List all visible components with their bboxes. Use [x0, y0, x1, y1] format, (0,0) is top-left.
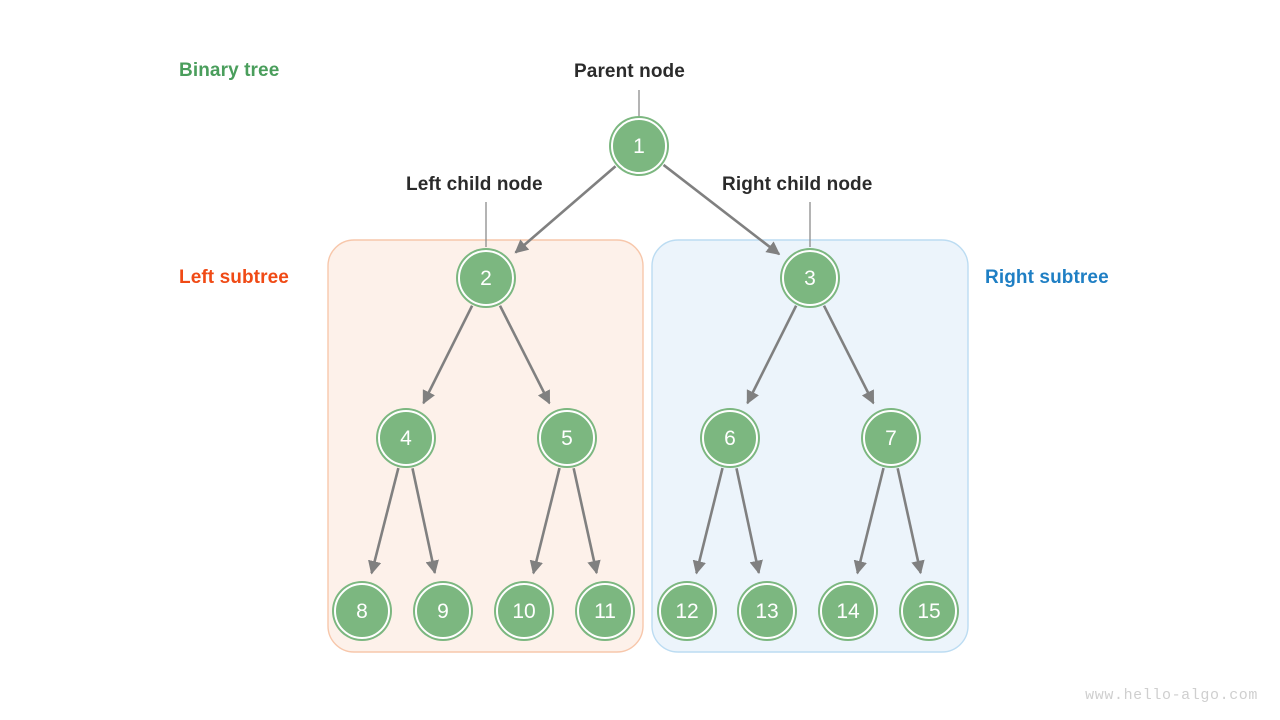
label-right-subtree: Right subtree — [985, 267, 1109, 288]
tree-node-value: 8 — [356, 599, 368, 623]
tree-node-value: 1 — [633, 134, 645, 158]
tree-node-2: 2 — [458, 250, 514, 306]
tree-edge-n3-n7 — [822, 305, 875, 405]
tree-edge-n4-n9 — [411, 468, 439, 575]
tree-node-value: 15 — [917, 599, 941, 623]
label-left-child-node: Left child node — [406, 174, 543, 195]
tree-edge-n7-n15 — [896, 468, 925, 575]
tree-node-value: 5 — [561, 426, 573, 450]
tree-edge-n1-n3 — [662, 163, 781, 256]
tree-node-14: 14 — [820, 583, 876, 639]
tree-node-1: 1 — [611, 118, 667, 174]
tree-node-7: 7 — [863, 410, 919, 466]
tree-node-value: 12 — [675, 599, 699, 623]
label-parent-node: Parent node — [574, 61, 685, 82]
tree-edges-layer — [368, 163, 925, 575]
label-binary-tree: Binary tree — [179, 60, 280, 81]
tree-node-value: 11 — [594, 599, 616, 623]
leader-lines-layer — [485, 90, 811, 247]
tree-edge-n3-n6 — [746, 305, 798, 405]
tree-node-9: 9 — [415, 583, 471, 639]
tree-edge-n4-n8 — [368, 467, 400, 575]
tree-node-value: 7 — [885, 426, 897, 450]
tree-edge-n5-n11 — [572, 468, 601, 575]
tree-edge-n7-n14 — [853, 467, 885, 575]
tree-node-4: 4 — [378, 410, 434, 466]
tree-edge-n2-n4 — [422, 305, 474, 405]
tree-node-value: 3 — [804, 266, 816, 290]
tree-edge-n6-n12 — [692, 467, 724, 575]
subtree-boxes-layer — [327, 239, 969, 653]
tree-node-3: 3 — [782, 250, 838, 306]
tree-node-5: 5 — [539, 410, 595, 466]
tree-edge-n1-n2 — [514, 165, 617, 254]
tree-node-value: 9 — [437, 599, 449, 623]
tree-node-value: 14 — [836, 599, 860, 623]
tree-node-value: 13 — [755, 599, 779, 623]
tree-node-12: 12 — [659, 583, 715, 639]
tree-node-value: 6 — [724, 426, 736, 450]
watermark: www.hello-algo.com — [1085, 687, 1258, 704]
tree-edge-n6-n13 — [735, 468, 763, 575]
tree-edge-n5-n10 — [529, 467, 561, 575]
tree-node-value: 2 — [480, 266, 492, 290]
tree-edge-n2-n5 — [498, 305, 551, 405]
tree-node-8: 8 — [334, 583, 390, 639]
tree-node-6: 6 — [702, 410, 758, 466]
tree-node-value: 10 — [512, 599, 536, 623]
tree-node-13: 13 — [739, 583, 795, 639]
tree-node-11: 11 — [577, 583, 633, 639]
tree-node-15: 15 — [901, 583, 957, 639]
tree-node-10: 10 — [496, 583, 552, 639]
label-right-child-node: Right child node — [722, 174, 873, 195]
label-left-subtree: Left subtree — [179, 267, 289, 288]
tree-node-value: 4 — [400, 426, 412, 450]
